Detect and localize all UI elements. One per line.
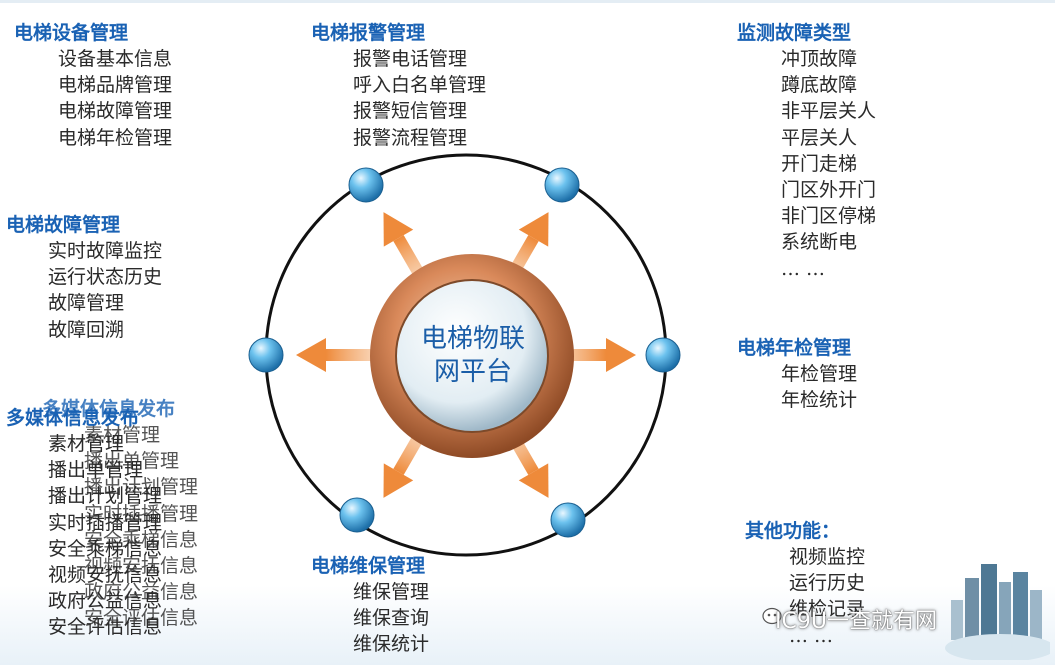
maintenance-item: 维保管理 [353, 581, 430, 603]
fault-type-item: 门区外开门 [781, 179, 877, 202]
device-management-title: 电梯设备管理 [14, 22, 129, 44]
node-top-left [348, 167, 384, 203]
maintenance-item: 维保统计 [353, 633, 430, 656]
fault-management-block: 电梯故障管理 实时故障监控 运行状态历史 故障管理 故障回溯 [6, 212, 162, 343]
media-item-ghost: 安全评估信息 [84, 607, 199, 630]
fault-type-item: 非平层关人 [781, 100, 877, 123]
fault-type-item: … … [781, 257, 826, 280]
alarm-management-title: 电梯报警管理 [311, 22, 426, 44]
media-item-ghost: 素材管理 [84, 424, 161, 446]
hub-line1: 电梯物联 [420, 324, 525, 354]
fault-item: 实时故障监控 [48, 240, 163, 262]
media-item-ghost: 实时插播管理 [84, 502, 199, 525]
maintenance-block: 电梯维保管理 维保管理 维保查询 维保统计 [311, 553, 429, 658]
inspection-item: 年检管理 [781, 363, 858, 385]
media-title-ghost: 多媒体信息发布 [42, 398, 176, 420]
nodes [248, 167, 681, 538]
hub-label: 电梯物联 网平台 [398, 323, 548, 389]
media-item: 安全乘梯信息 [48, 537, 163, 560]
media-item-ghost: 安全乘梯信息 [84, 528, 199, 551]
maintenance-title: 电梯维保管理 [311, 555, 426, 577]
fault-type-item: 系统断电 [781, 231, 858, 254]
alarm-item: 报警短信管理 [353, 100, 468, 123]
node-bottom-right [550, 502, 586, 538]
device-management-block: 电梯设备管理 设备基本信息 电梯品牌管理 电梯故障管理 电梯年检管理 [14, 20, 172, 151]
fault-item: 运行状态历史 [48, 266, 163, 289]
fault-type-block: 监测故障类型 冲顶故障 蹲底故障 非平层关人 平层关人 开门走梯 门区外开门 非… [737, 20, 876, 282]
other-item: … … [789, 624, 834, 647]
fault-type-item: 冲顶故障 [781, 48, 858, 70]
alarm-item: 报警电话管理 [353, 48, 468, 70]
node-left [248, 337, 284, 373]
device-item: 电梯品牌管理 [58, 74, 173, 97]
maintenance-item: 维保查询 [353, 607, 430, 630]
media-item: 播出计划管理 [48, 485, 163, 508]
media-item-ghost: 播出计划管理 [84, 476, 199, 499]
inspection-item: 年检统计 [781, 389, 858, 412]
wechat-icon [762, 607, 782, 625]
other-item: 视频监控 [789, 546, 866, 568]
other-item: 运行历史 [789, 572, 866, 595]
fault-item: 故障回溯 [48, 318, 125, 341]
fault-item: 故障管理 [48, 292, 125, 315]
device-item: 设备基本信息 [58, 48, 173, 70]
media-item: 实时插播管理 [48, 511, 163, 534]
media-item: 安全评估信息 [48, 616, 163, 639]
fault-type-item: 蹲底故障 [781, 74, 858, 97]
media-block: 多媒体信息发布 素材管理 播出单管理 播出计划管理 实时插播管理 安全乘梯信息 … [6, 405, 162, 641]
media-block-ghost: 多媒体信息发布 素材管理 播出单管理 播出计划管理 实时插播管理 安全乘梯信息 … [42, 396, 198, 632]
hub [370, 254, 574, 458]
device-item: 电梯故障管理 [58, 100, 173, 123]
hub-line2: 网平台 [433, 357, 512, 387]
fault-type-item: 非门区停梯 [781, 205, 877, 228]
alarm-item: 呼入白名单管理 [353, 74, 487, 97]
node-right [645, 337, 681, 373]
media-item: 素材管理 [48, 433, 125, 455]
media-item: 政府公益信息 [48, 590, 163, 613]
fault-type-item: 开门走梯 [781, 152, 858, 175]
hub-inner [395, 279, 549, 433]
media-item: 视频安抚信息 [48, 564, 163, 587]
inspection-title: 电梯年检管理 [737, 337, 852, 359]
fault-type-item: 平层关人 [781, 126, 858, 149]
media-title: 多媒体信息发布 [6, 407, 140, 429]
fault-management-title: 电梯故障管理 [6, 214, 121, 236]
city-skyline-image [945, 564, 1050, 660]
node-bottom-left [339, 497, 375, 533]
media-item-ghost: 政府公益信息 [84, 581, 199, 604]
watermark-text: IC9U一查就有网 [775, 609, 937, 634]
alarm-management-block: 电梯报警管理 报警电话管理 呼入白名单管理 报警短信管理 报警流程管理 [311, 20, 486, 151]
node-top-right [544, 167, 580, 203]
device-item: 电梯年检管理 [58, 126, 173, 149]
media-item: 播出单管理 [48, 459, 144, 482]
inspection-block: 电梯年检管理 年检管理 年检统计 [737, 335, 857, 413]
other-functions-title: 其他功能： [745, 520, 841, 542]
other-item: 维检记录 [789, 598, 866, 621]
media-item-ghost: 播出单管理 [84, 450, 180, 473]
alarm-item: 报警流程管理 [353, 126, 468, 149]
fault-type-title: 监测故障类型 [737, 22, 852, 44]
other-functions-block: 其他功能： 视频监控 运行历史 维检记录 … … [745, 518, 865, 649]
media-item-ghost: 视频安抚信息 [84, 555, 199, 578]
top-border [0, 0, 1055, 3]
